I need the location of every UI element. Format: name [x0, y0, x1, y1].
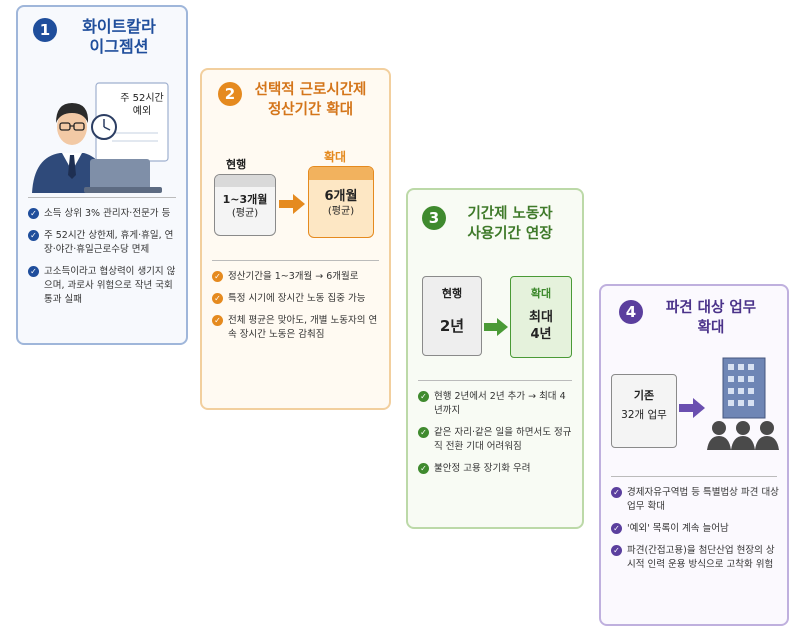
document-icon: 기존 32개 업무	[611, 374, 677, 448]
list-item: ✓고소득이라고 협상력이 생기지 않으며, 과로사 위험으로 작년 국회 통과 …	[28, 265, 178, 307]
list-item: ✓주 52시간 상한제, 휴게·휴일, 연장·야간·휴일근로수당 면제	[28, 229, 178, 257]
check-icon: ✓	[418, 427, 429, 438]
document-icon: 확대 최대 4년	[510, 276, 572, 358]
calendar-icon: 6개월 (평균)	[308, 166, 374, 238]
card-selective-working-hours: 2 선택적 근로시간제 정산기간 확대 현행 확대 1~3개월 (평균) 6개월…	[200, 68, 391, 410]
divider	[418, 380, 572, 381]
check-icon: ✓	[212, 271, 223, 282]
arrow-right-icon	[484, 318, 508, 336]
divider	[28, 197, 176, 198]
check-icon: ✓	[28, 208, 39, 219]
card-fixed-term-workers: 3 기간제 노동자 사용기간 연장 현행 2년 확대 최대 4년 ✓현행 2년에…	[406, 188, 584, 529]
card-title: 기간제 노동자 사용기간 연장	[467, 206, 553, 242]
divider	[611, 476, 777, 477]
document-icon: 현행 2년	[422, 276, 482, 356]
card-white-collar-exemption: 1 화이트칼라 이그젬션 주 52시간 예외 ✓소득 상위 3% 관리자·전문가…	[16, 5, 188, 345]
list-item: ✓경제자유구역법 등 특별법상 파견 대상 업무 확대	[611, 486, 781, 514]
step-number-badge: 3	[422, 206, 446, 230]
list-item: ✓전체 평균은 맞아도, 개별 노동자의 연속 장시간 노동은 감춰짐	[212, 314, 380, 342]
current-label: 현행	[226, 158, 247, 171]
check-icon: ✓	[611, 523, 622, 534]
divider	[212, 260, 379, 261]
check-icon: ✓	[212, 293, 223, 304]
list-item: ✓소득 상위 3% 관리자·전문가 등	[28, 207, 178, 221]
bullet-list: ✓현행 2년에서 2년 추가 → 최대 4년까지 ✓같은 자리·같은 일을 하면…	[418, 390, 574, 484]
list-item: ✓정산기간을 1~3개월 → 6개월로	[212, 270, 380, 284]
list-item: ✓현행 2년에서 2년 추가 → 최대 4년까지	[418, 390, 574, 418]
office-building-icon	[707, 357, 779, 450]
card-title: 선택적 근로시간제 정산기간 확대	[254, 82, 367, 118]
expand-label: 확대	[324, 150, 347, 164]
check-icon: ✓	[28, 266, 39, 277]
check-icon: ✓	[611, 545, 622, 556]
list-item: ✓같은 자리·같은 일을 하면서도 정규직 전환 기대 어려워짐	[418, 426, 574, 454]
check-icon: ✓	[418, 463, 429, 474]
card-title: 파견 대상 업무 확대	[665, 300, 757, 336]
check-icon: ✓	[212, 315, 223, 326]
check-icon: ✓	[611, 487, 622, 498]
step-number-badge: 2	[218, 82, 242, 106]
arrow-right-icon	[679, 398, 705, 418]
bullet-list: ✓경제자유구역법 등 특별법상 파견 대상 업무 확대 ✓'예외' 목록이 계속…	[611, 486, 781, 580]
step-number-badge: 4	[619, 300, 643, 324]
calendar-icon: 1~3개월 (평균)	[214, 174, 276, 236]
card-dispatch-work-expansion: 4 파견 대상 업무 확대 기존 32개 업무 ✓경제자유구역법 등 특별법상 …	[599, 284, 789, 626]
list-item: ✓'예외' 목록이 계속 늘어남	[611, 522, 781, 536]
exemption-document-label: 주 52시간 예외	[120, 93, 164, 117]
arrow-right-icon	[279, 194, 305, 214]
check-icon: ✓	[418, 391, 429, 402]
list-item: ✓불안정 고용 장기화 우려	[418, 462, 574, 476]
list-item: ✓특정 시기에 장시간 노동 집중 가능	[212, 292, 380, 306]
step-number-badge: 1	[33, 18, 57, 42]
list-item: ✓파견(간접고용)을 첨단산업 현장의 상시적 인력 운용 방식으로 고착화 위…	[611, 544, 781, 572]
check-icon: ✓	[28, 230, 39, 241]
card-title: 화이트칼라 이그젬션	[82, 17, 156, 56]
bullet-list: ✓정산기간을 1~3개월 → 6개월로 ✓특정 시기에 장시간 노동 집중 가능…	[212, 270, 380, 350]
bullet-list: ✓소득 상위 3% 관리자·전문가 등 ✓주 52시간 상한제, 휴게·휴일, …	[28, 207, 178, 315]
office-worker-illustration	[32, 82, 169, 193]
